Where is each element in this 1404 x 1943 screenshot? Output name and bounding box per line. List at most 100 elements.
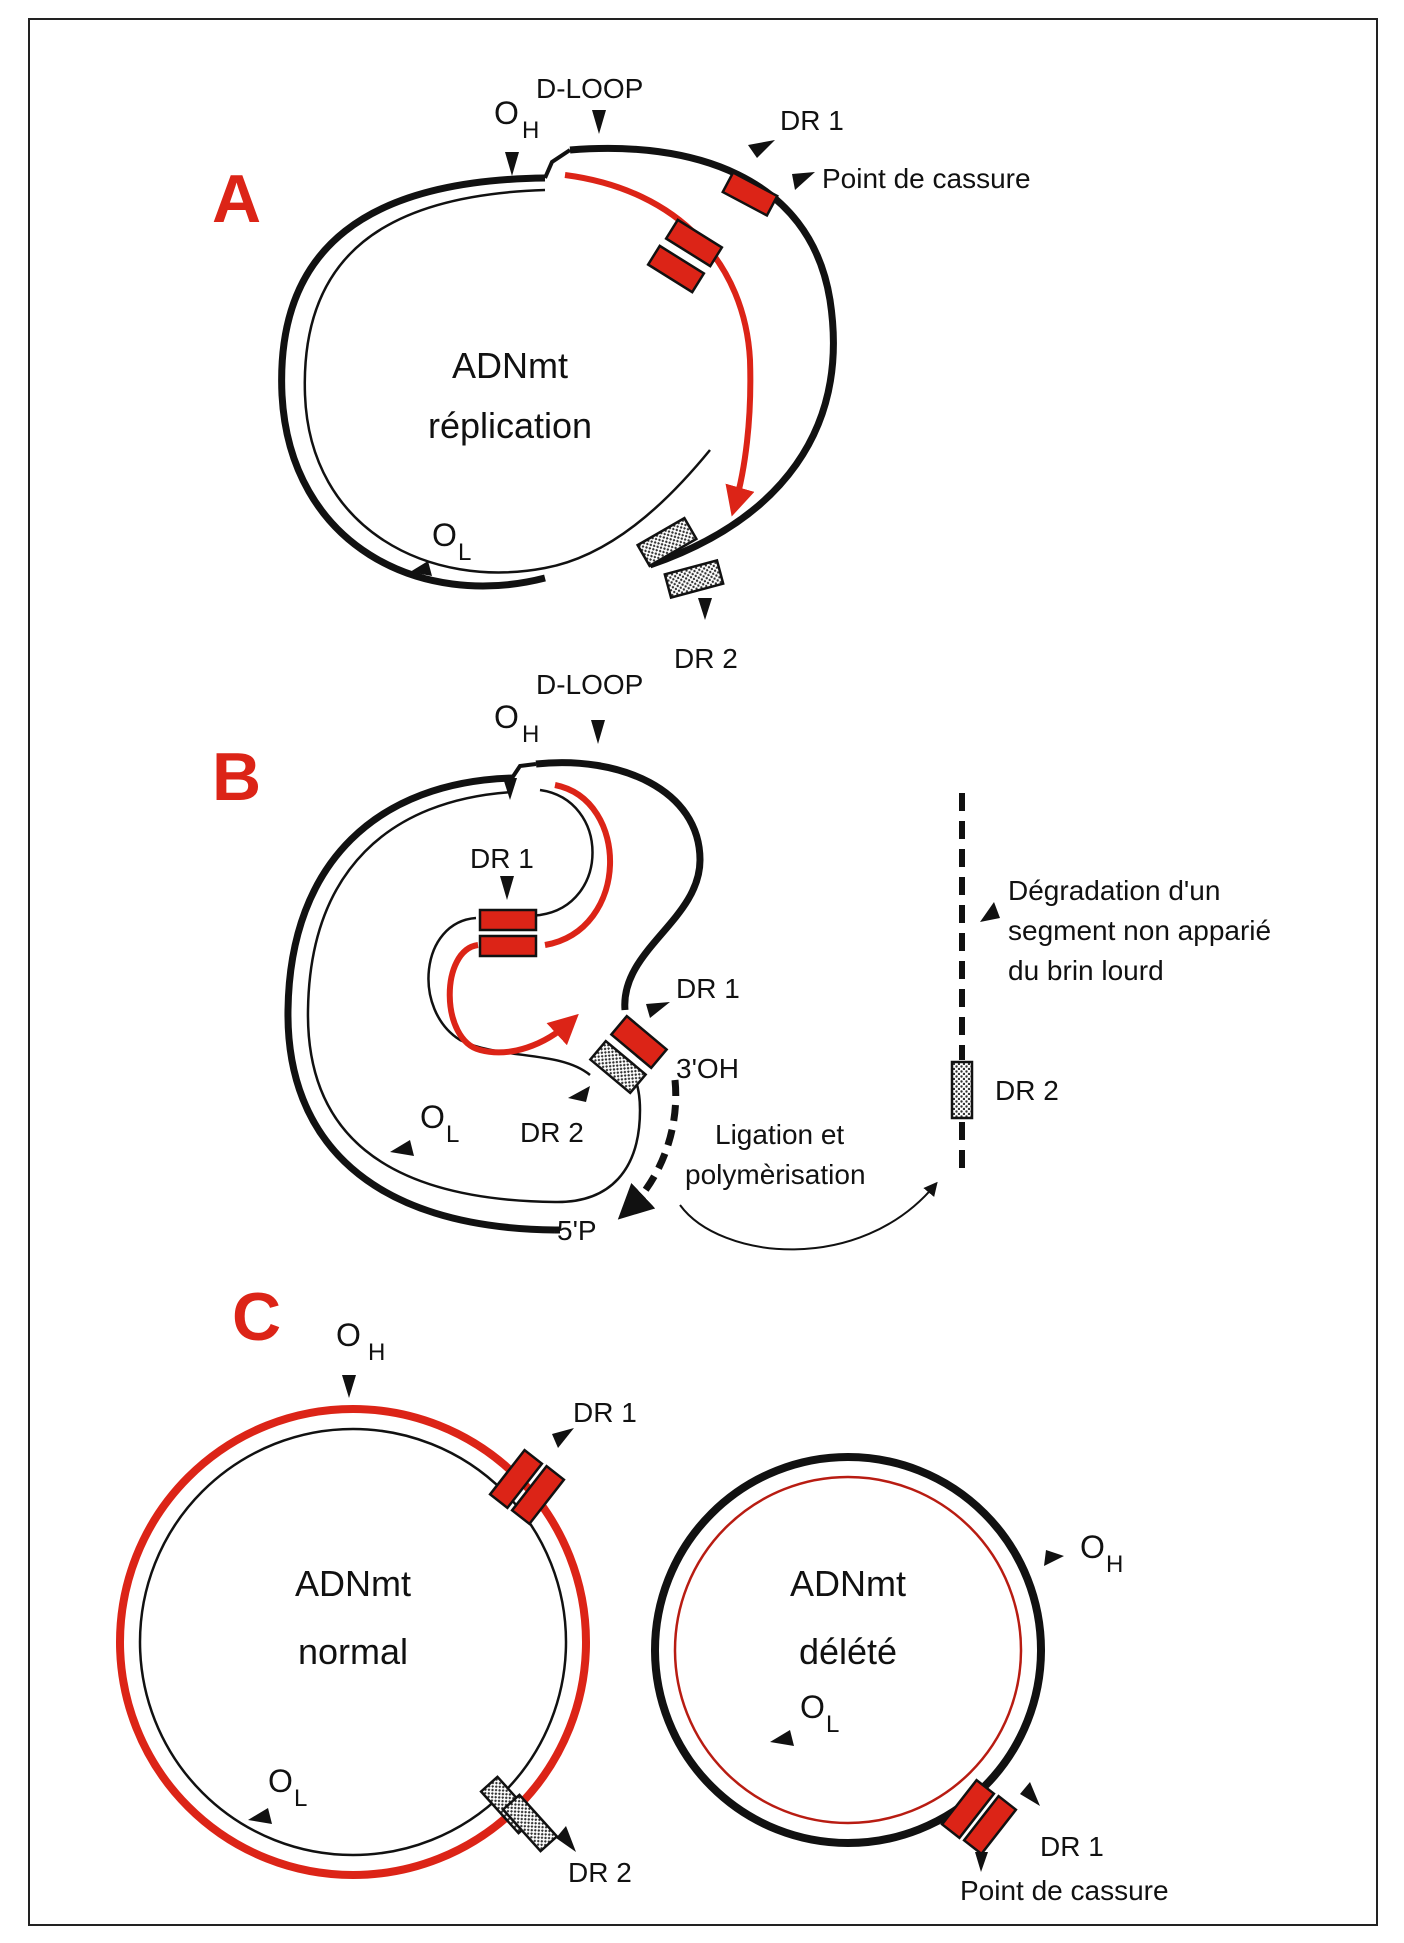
b-new-strand-lower	[446, 942, 579, 1056]
a-dloop-label: D-LOOP	[536, 73, 643, 104]
a-dr1-label: DR 1	[780, 105, 844, 136]
c-deleted-dr1-box-outer	[962, 1794, 1018, 1856]
b-dr1-box-light	[478, 908, 538, 932]
a-dr1-box-new	[664, 218, 724, 268]
c-deleted-oh-pointer	[1044, 1550, 1064, 1566]
a-oh-subscript: H	[522, 117, 539, 144]
a-oh-pointer	[505, 152, 519, 176]
b-ol-label: O	[420, 1099, 445, 1135]
c-deleted-ol-subscript: L	[826, 1711, 839, 1738]
c-normal-dr1-pointer	[552, 1428, 574, 1448]
b-degradation-line3: du brin lourd	[1008, 955, 1164, 986]
c-normal-oh-subscript: H	[368, 1339, 385, 1366]
a-dr2-box-outer	[663, 558, 725, 600]
b-oh-subscript: H	[522, 721, 539, 748]
c-normal-light-strand	[138, 1427, 568, 1857]
a-dr1-box-outer	[721, 170, 779, 218]
b-heavy-strand-outer	[284, 774, 556, 1234]
a-center-subtitle: réplication	[428, 405, 592, 446]
b-3oh-label: 3'OH	[676, 1053, 739, 1084]
b-5p-label: 5'P	[557, 1215, 597, 1246]
c-normal-dr2-box-outer	[501, 1793, 559, 1853]
figure-frame	[28, 18, 1378, 1926]
c-deleted-breakpoint-pointer	[975, 1852, 988, 1872]
c-normal-mtdna: O H DR 1 ADNmt normal O L DR 2	[116, 1317, 637, 1888]
b-displaced-heavy-strand	[535, 759, 704, 1011]
c-deleted-heavy-strand	[651, 1453, 1045, 1847]
b-ligation-arrow	[679, 1181, 938, 1251]
a-heavy-strand-outer	[278, 174, 546, 590]
b-new-strand-upper	[544, 782, 613, 948]
c-deleted-dr1-box-inner	[940, 1778, 996, 1840]
b-polymerisation-arrow	[617, 1079, 680, 1220]
a-dr2-label: DR 2	[674, 643, 738, 674]
b-degradation-line1: Dégradation d'un	[1008, 875, 1220, 906]
panel-a: A O H D-LOOP DR 1 Point de cassure ADNmt…	[212, 73, 1031, 674]
b-light-strand	[306, 790, 642, 1204]
c-deleted-mtdna: O H ADNmt délété O L DR 1 Point de cassu…	[651, 1453, 1169, 1906]
c-normal-oh-pointer	[342, 1375, 356, 1398]
b-light-loop-upper	[509, 788, 594, 920]
a-oh-notch	[543, 148, 572, 179]
b-dr1-inner-pointer	[500, 876, 514, 900]
b-degradation-pointer	[980, 902, 1000, 922]
c-deleted-center-subtitle: délété	[799, 1631, 897, 1672]
a-dloop-pointer	[592, 110, 606, 134]
panel-c-letter: C	[232, 1279, 281, 1355]
c-deleted-dr1-label: DR 1	[1040, 1831, 1104, 1862]
panel-b: B	[212, 669, 1271, 1251]
c-normal-dr1-label: DR 1	[573, 1397, 637, 1428]
c-normal-dr2-label: DR 2	[568, 1857, 632, 1888]
b-dr1-box-outer	[609, 1014, 669, 1070]
a-dr1-pointer	[748, 140, 775, 158]
c-normal-dr2-pointer	[556, 1826, 576, 1852]
c-deleted-oh-label: O	[1080, 1529, 1105, 1565]
b-dr1-box-new	[478, 934, 538, 958]
c-deleted-light-strand	[673, 1475, 1023, 1825]
a-breakpoint-label: Point de cassure	[822, 163, 1031, 194]
c-normal-ol-subscript: L	[294, 1785, 307, 1812]
b-fragment-dr2-label: DR 2	[995, 1075, 1059, 1106]
a-oh-label: O	[494, 95, 519, 131]
b-dr1-inner-label: DR 1	[470, 843, 534, 874]
c-normal-ol-pointer	[248, 1808, 272, 1824]
b-light-loop-lower	[427, 916, 591, 1076]
c-normal-heavy-strand	[116, 1405, 590, 1879]
c-normal-oh-label: O	[336, 1317, 361, 1353]
a-ol-subscript: L	[458, 539, 471, 566]
a-new-heavy-strand	[564, 172, 755, 517]
panel-c: C O H DR 1 ADNmt normal O L DR 2	[116, 1279, 1169, 1906]
c-normal-ol-label: O	[268, 1763, 293, 1799]
a-dr2-pointer	[698, 598, 712, 620]
b-oh-notch	[510, 762, 537, 780]
a-light-strand	[303, 188, 711, 574]
c-normal-center-title: ADNmt	[295, 1563, 411, 1604]
b-degradation-line2: segment non apparié	[1008, 915, 1271, 946]
b-oh-pointer	[503, 778, 517, 800]
c-deleted-breakpoint-label: Point de cassure	[960, 1875, 1169, 1906]
c-deleted-ol-label: O	[800, 1689, 825, 1725]
a-ol-pointer	[410, 561, 432, 576]
a-displaced-heavy-strand	[569, 144, 837, 569]
b-dr1-outer-pointer	[646, 1002, 670, 1018]
c-normal-center-subtitle: normal	[298, 1631, 408, 1672]
a-center-title: ADNmt	[452, 345, 568, 386]
a-dr1-box-light	[646, 244, 706, 294]
c-deleted-center-title: ADNmt	[790, 1563, 906, 1604]
c-deleted-dr1-pointer	[1020, 1782, 1040, 1806]
panel-a-letter: A	[212, 161, 261, 237]
b-dr2-label: DR 2	[520, 1117, 584, 1148]
b-ligation-line2: polymèrisation	[685, 1159, 866, 1190]
b-dloop-label: D-LOOP	[536, 669, 643, 700]
b-dloop-pointer	[591, 720, 605, 744]
b-ligation-line1: Ligation et	[715, 1119, 844, 1150]
b-oh-label: O	[494, 699, 519, 735]
a-breakpoint-pointer	[792, 172, 815, 190]
c-normal-dr1-box-outer	[488, 1448, 544, 1510]
b-dr2-pointer	[568, 1086, 590, 1102]
c-deleted-ol-pointer	[770, 1730, 794, 1746]
b-ol-subscript: L	[446, 1121, 459, 1148]
b-ol-pointer	[390, 1140, 414, 1156]
